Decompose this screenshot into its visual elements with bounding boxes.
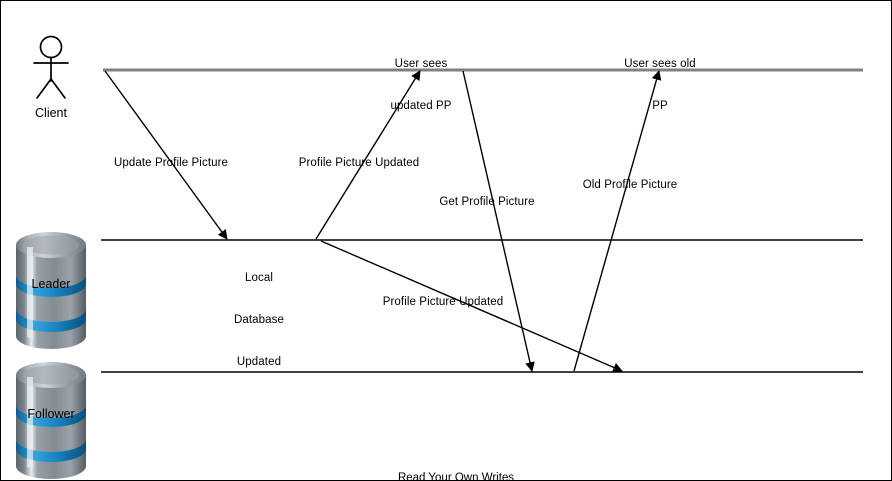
message-label-profile-picture-updated-ack: Profile Picture Updated <box>298 157 420 169</box>
annotation-line: Local <box>245 272 273 284</box>
arrow-profile-picture-updated-ack <box>315 70 421 240</box>
actor-label-leader: Leader <box>31 277 71 291</box>
caption-line-1: Read Your Own Writes <box>397 472 515 481</box>
actor-label-follower: Follower <box>27 407 75 421</box>
arrow-old-profile-picture <box>573 70 662 372</box>
annotation-line: Database <box>233 314 285 326</box>
annotation-line: User sees old <box>624 58 696 70</box>
arrow-get-profile-picture <box>462 70 535 372</box>
message-arrows <box>104 70 662 373</box>
database-icon-follower <box>16 362 86 479</box>
annotation-line: User sees <box>394 58 448 70</box>
message-label-profile-picture-updated-replication: Profile Picture Updated <box>382 296 504 308</box>
message-label-update-profile-picture: Update Profile Picture <box>113 157 229 169</box>
diagram-caption: Read Your Own Writes Inconsistency <box>397 441 515 481</box>
annotation-line: Updated <box>236 356 282 368</box>
lifelines <box>101 68 863 373</box>
annotation-line: updated PP <box>390 100 452 112</box>
actor-label-client: Client <box>35 106 67 120</box>
annotation-user-sees-old-pp: User sees old PP <box>624 29 696 141</box>
message-label-old-profile-picture: Old Profile Picture <box>582 179 678 191</box>
annotation-line: PP <box>652 100 668 112</box>
message-label-get-profile-picture: Get Profile Picture <box>439 196 535 208</box>
arrow-update-profile-picture <box>104 70 228 240</box>
annotation-local-database-updated: Local Database Updated <box>234 243 284 397</box>
annotation-user-sees-updated-pp: User sees updated PP <box>390 29 451 141</box>
stick-figure-icon <box>33 35 69 99</box>
database-icon-leader <box>16 232 86 349</box>
arrow-profile-picture-updated-replication <box>320 240 623 373</box>
